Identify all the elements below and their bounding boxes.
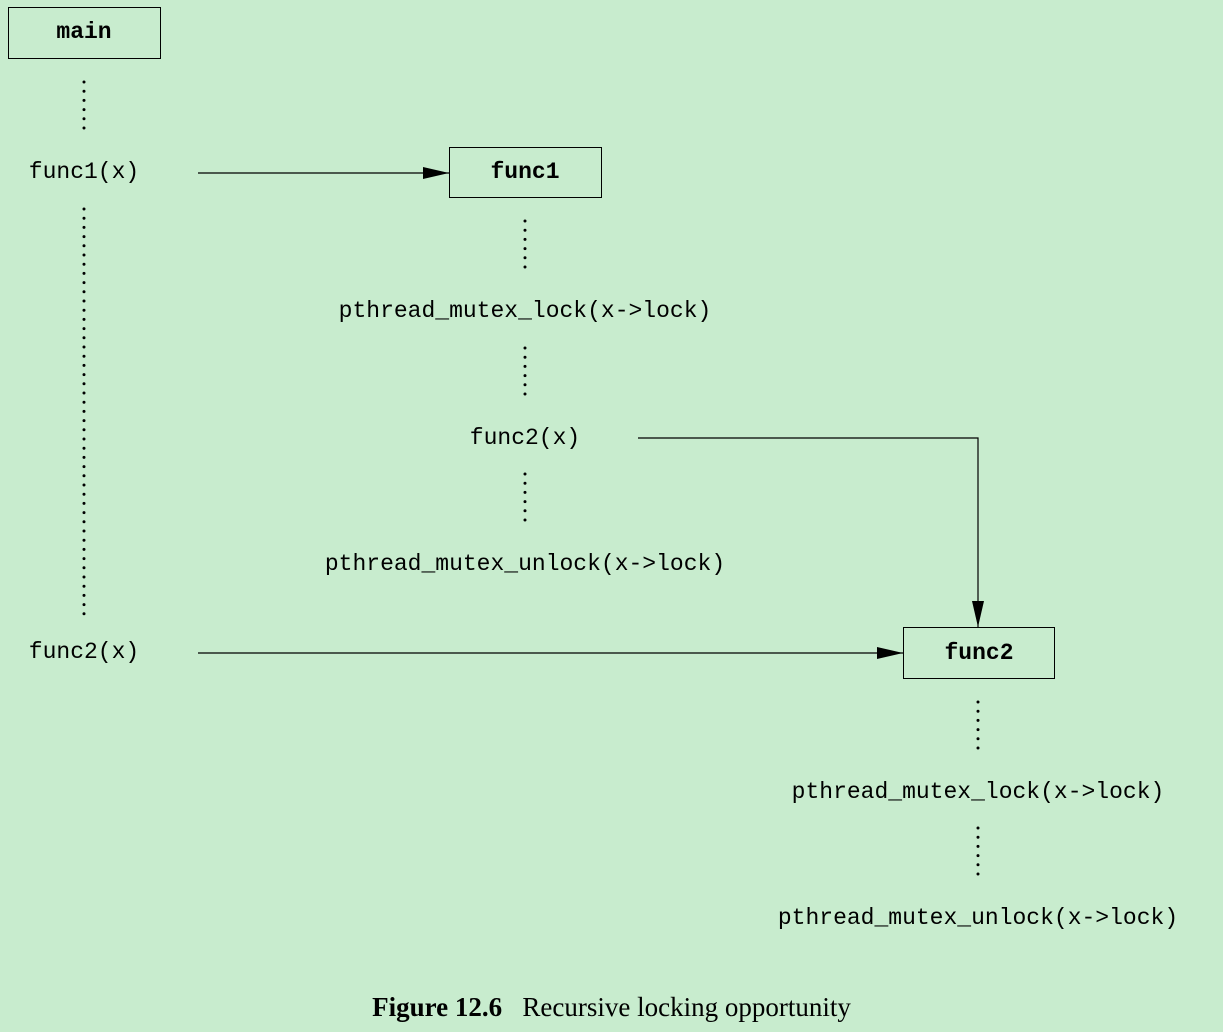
figure-title: Recursive locking opportunity: [522, 992, 851, 1022]
func1-box: func1: [449, 147, 602, 198]
figure-caption: Figure 12.6 Recursive locking opportunit…: [0, 992, 1223, 1023]
main-box-label: main: [56, 19, 111, 45]
func1-unlock-call: pthread_mutex_unlock(x->lock): [325, 551, 725, 577]
func2-lock-call: pthread_mutex_lock(x->lock): [792, 779, 1165, 805]
func2-box-label: func2: [944, 640, 1013, 666]
figure-number: Figure 12.6: [372, 992, 503, 1022]
func1-lock-call: pthread_mutex_lock(x->lock): [339, 298, 712, 324]
func2-box: func2: [903, 627, 1055, 679]
main-box: main: [8, 7, 161, 59]
func2-unlock-call: pthread_mutex_unlock(x->lock): [778, 905, 1178, 931]
caption-spacer: [502, 992, 522, 1022]
func1-box-label: func1: [490, 159, 559, 185]
main-call-func2: func2(x): [29, 639, 139, 665]
main-call-func1: func1(x): [29, 159, 139, 185]
arrow-func1-to-func2: [638, 437, 984, 627]
func1-call-func2: func2(x): [470, 425, 580, 451]
